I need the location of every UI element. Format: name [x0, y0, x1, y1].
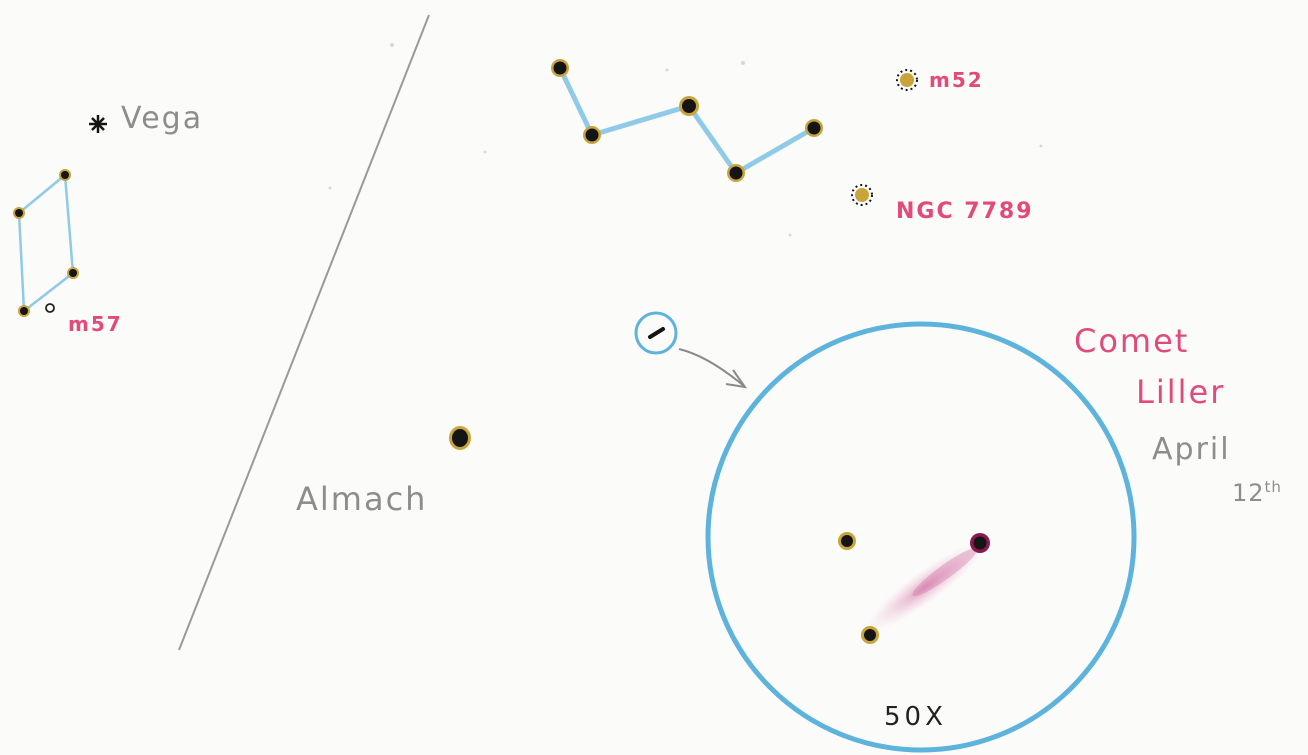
vega-label: Vega [121, 101, 204, 136]
paper-texture [328, 43, 1043, 237]
asterisk-star-icon [89, 115, 107, 133]
star [838, 532, 856, 550]
sunburst-cluster-icon [851, 184, 873, 206]
date-day-number: 12 [1232, 479, 1265, 507]
lyra-lines [17, 174, 75, 314]
comet [865, 533, 990, 632]
magnification-label: 50X [884, 702, 947, 732]
star [59, 169, 71, 181]
sunburst-cluster-icon [896, 69, 918, 91]
cassiopeia-asterism [551, 59, 823, 182]
cassiopeia-lines [557, 66, 816, 176]
almach-star [449, 426, 471, 450]
date-day-suffix: th [1264, 478, 1282, 496]
comet-tail [865, 542, 985, 632]
star [679, 96, 699, 116]
almach-label: Almach [296, 480, 428, 518]
comet-finder-marker [634, 311, 678, 355]
eyepiece-circle [705, 321, 1137, 753]
star [551, 59, 569, 77]
star [13, 207, 25, 219]
divider-line [178, 14, 430, 651]
comet-title-line2: Liller [1136, 373, 1226, 411]
star [861, 626, 879, 644]
star [805, 119, 823, 137]
m52-label: m52 [929, 68, 984, 92]
curved-arrow-icon [678, 348, 748, 389]
comet-title-line1: Comet [1074, 322, 1190, 360]
date-day: 12th [1232, 478, 1282, 507]
star [18, 305, 30, 317]
m57-label: m57 [68, 312, 123, 336]
date-month: April [1152, 432, 1231, 467]
comet-tail-core [912, 547, 978, 597]
ring-nebula-icon [45, 303, 55, 313]
star [583, 126, 601, 144]
lyra-asterism [13, 169, 79, 317]
star [67, 267, 79, 279]
star [727, 164, 745, 182]
ngc7789-label: NGC 7789 [896, 199, 1034, 224]
